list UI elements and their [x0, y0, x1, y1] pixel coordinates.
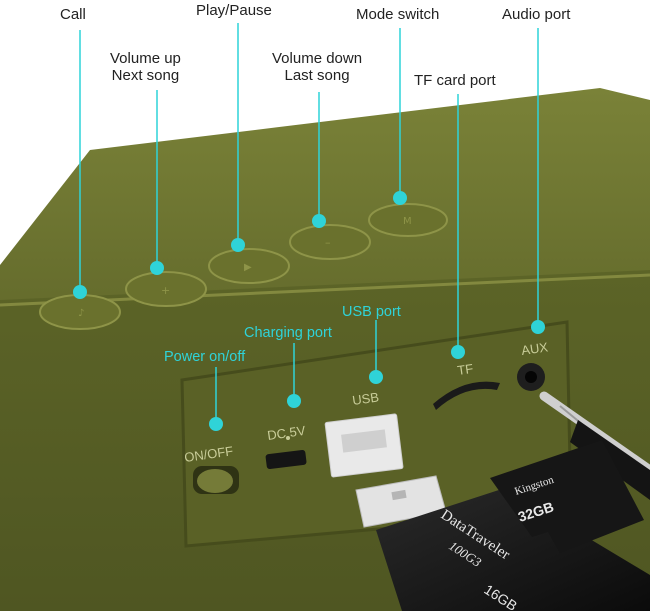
label-charging-port: Charging port — [244, 325, 332, 341]
svg-text:+: + — [161, 284, 170, 297]
usb-marking: USB — [351, 389, 380, 408]
callout-dots — [73, 191, 545, 431]
volume-up-button — [125, 271, 207, 307]
label-volume-down-line1: Volume down — [272, 50, 363, 67]
label-play-pause: Play/Pause — [196, 2, 272, 19]
label-tf-card-port: TF card port — [414, 72, 496, 89]
dc-port — [265, 449, 307, 470]
label-volume-up: Volume up Next song — [110, 50, 181, 84]
tf-slot — [433, 381, 500, 410]
svg-text:–: – — [325, 236, 331, 249]
callout-lines — [79, 23, 539, 424]
usb-flash-drive: DataTraveler 100G3 16GB — [355, 475, 650, 611]
aux-marking: AUX — [520, 339, 549, 358]
label-power: Power on/off — [164, 349, 246, 365]
micro-sd-card: Kingston 32GB — [490, 440, 644, 553]
speaker-top — [0, 88, 650, 315]
label-mode-switch: Mode switch — [356, 6, 440, 23]
on-off-marking: ON/OFF — [183, 443, 234, 465]
label-audio-port: Audio port — [502, 6, 571, 23]
dc-marking: DC 5V — [266, 423, 306, 443]
svg-text:▶: ▶ — [244, 262, 252, 273]
volume-down-button — [289, 224, 371, 260]
top-buttons: ♪ + ▶ – M — [39, 203, 448, 330]
label-volume-up-line2: Next song — [111, 67, 180, 84]
svg-text:M: M — [403, 216, 412, 227]
label-volume-down-line2: Last song — [284, 67, 350, 84]
play-pause-button — [208, 248, 290, 284]
power-switch-knob — [197, 469, 233, 493]
label-call: Call — [60, 6, 86, 23]
tf-marking: TF — [456, 361, 474, 378]
label-volume-up-line1: Volume up — [110, 50, 181, 67]
svg-text:♪: ♪ — [78, 308, 84, 319]
mode-switch-button — [368, 203, 448, 237]
label-usb-port: USB port — [342, 304, 401, 320]
label-volume-down: Volume down Last song — [272, 50, 362, 84]
